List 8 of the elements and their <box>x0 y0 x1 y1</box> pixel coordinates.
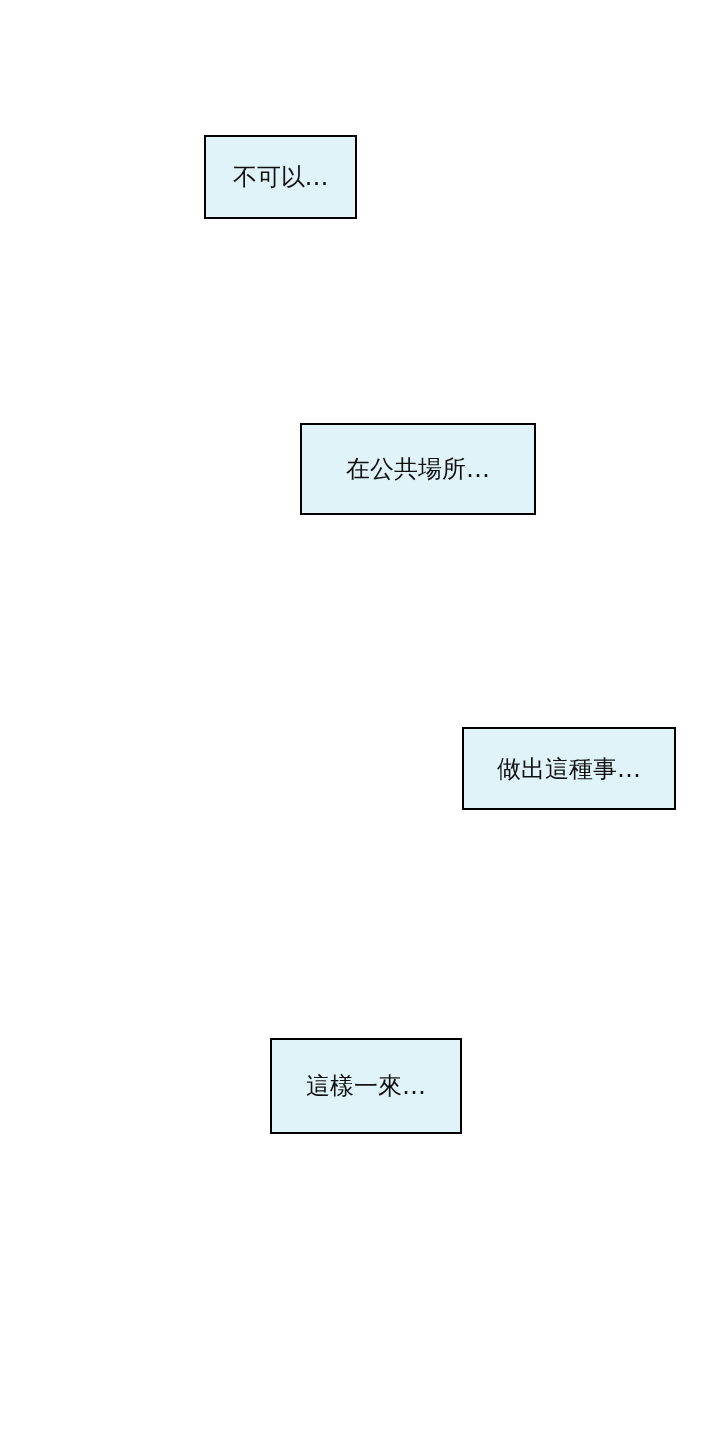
caption-text: 這樣一來… <box>306 1071 426 1102</box>
caption-box <box>300 423 536 515</box>
caption-box <box>204 135 357 219</box>
caption-text: 做出這種事… <box>497 753 641 785</box>
caption-text: 不可以… <box>232 162 329 193</box>
caption-text: 在公共場所… <box>346 454 490 485</box>
caption-box <box>462 727 676 810</box>
caption-box <box>270 1038 462 1134</box>
